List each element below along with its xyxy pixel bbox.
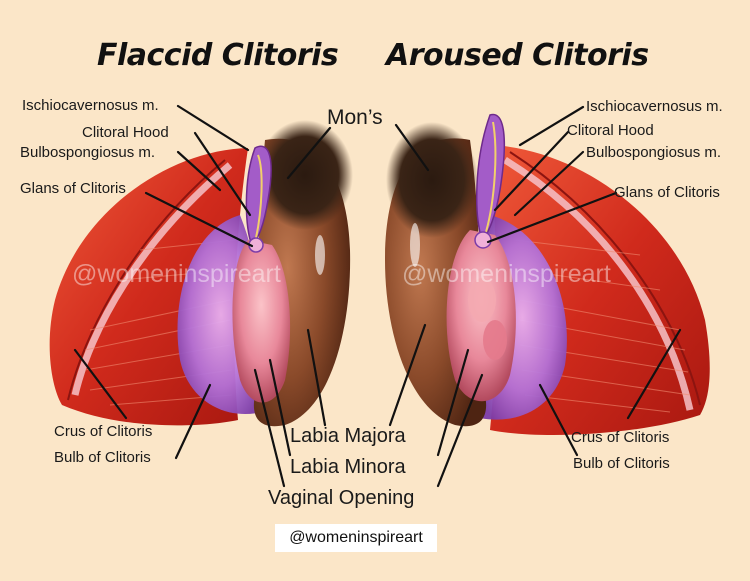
label-left-glans: Glans of Clitoris (20, 180, 126, 197)
label-vaginal-opening: Vaginal Opening (268, 487, 415, 509)
label-labia-majora: Labia Majora (290, 425, 406, 447)
label-left-bulb: Bulb of Clitoris (54, 449, 151, 466)
label-left-bulbospongiosus: Bulbospongiosus m. (20, 144, 156, 161)
label-right-ischiocavernosus: Ischiocavernosus m. (586, 98, 723, 115)
credit-badge: @womeninspireart (275, 524, 437, 552)
right-mons-hair (386, 122, 478, 238)
right-glans (474, 231, 492, 249)
label-left-ischiocavernosus: Ischiocavernosus m. (22, 97, 159, 114)
label-right-crus: Crus of Clitoris (571, 429, 670, 446)
right-anatomy (385, 113, 710, 435)
title-aroused: Aroused Clitoris (386, 38, 649, 73)
label-right-glans: Glans of Clitoris (614, 184, 720, 201)
watermark-right: @womeninspireart (402, 260, 611, 288)
left-labia-minora (232, 240, 291, 403)
left-anatomy (49, 120, 353, 427)
label-right-bulb: Bulb of Clitoris (573, 455, 670, 472)
label-right-clitoral-hood: Clitoral Hood (567, 122, 654, 139)
label-left-crus: Crus of Clitoris (54, 423, 153, 440)
label-labia-minora: Labia Minora (290, 456, 406, 478)
left-clitoral-shaft (245, 145, 272, 247)
title-flaccid: Flaccid Clitoris (97, 38, 339, 73)
leader-lines (73, 104, 682, 488)
label-mons: Mon’s (327, 106, 383, 129)
watermark-left: @womeninspireart (72, 260, 281, 288)
label-left-clitoral-hood: Clitoral Hood (82, 124, 169, 141)
right-clitoral-shaft (475, 113, 506, 242)
left-mons-hair (257, 120, 353, 230)
label-right-bulbospongiosus: Bulbospongiosus m. (586, 144, 722, 161)
